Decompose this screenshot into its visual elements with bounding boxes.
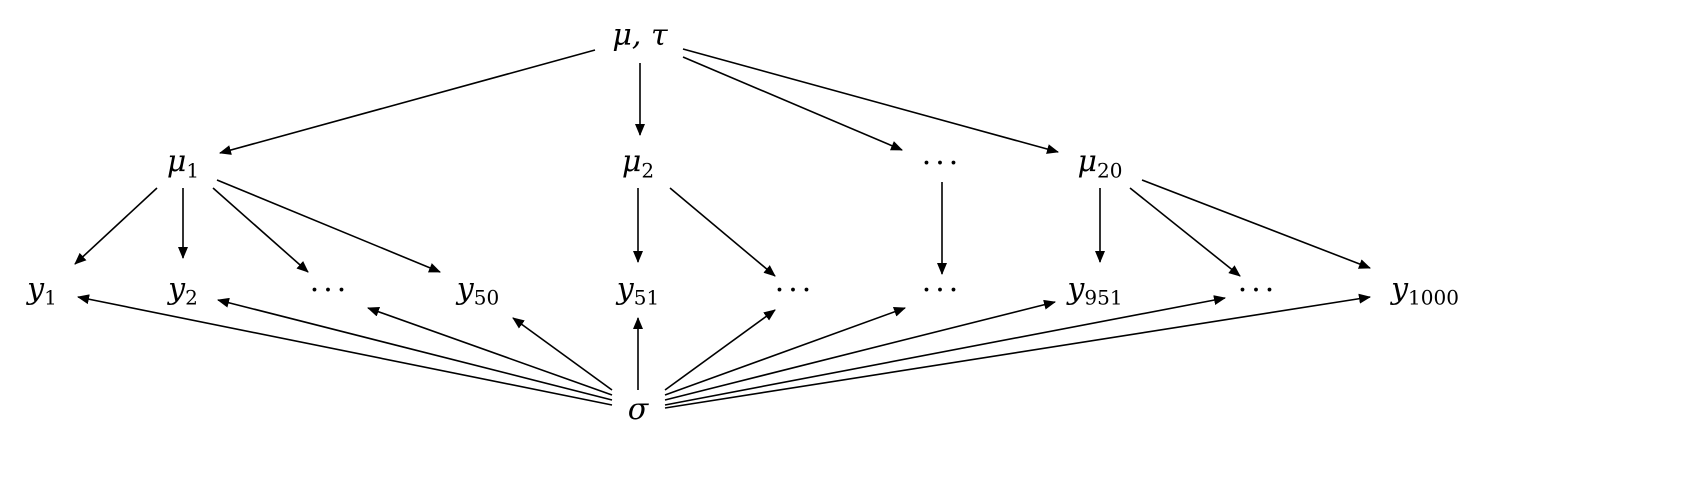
node-y2: y2 — [168, 271, 198, 310]
node-mudots: ··· — [922, 149, 963, 179]
node-subscript: 2 — [641, 158, 655, 183]
node-label: ··· — [774, 273, 816, 308]
node-y951: y951 — [1067, 271, 1123, 310]
edge-mu1-y1 — [74, 187, 158, 265]
node-ydots2: ··· — [775, 276, 816, 306]
edge-sigma-ydots4 — [664, 295, 1226, 406]
node-label: ··· — [921, 273, 963, 308]
edge-mu1-ydots1 — [212, 187, 309, 273]
edge-mu2-ydots2 — [669, 187, 776, 277]
node-label: y — [456, 271, 474, 307]
node-label: μ — [621, 144, 642, 180]
node-mu1: μ1 — [166, 144, 200, 183]
edge-sigma-y1 — [77, 294, 613, 406]
edge-sigma-y50 — [512, 317, 613, 391]
edge-sigma-ydots1 — [367, 306, 613, 396]
node-label: μ — [1077, 144, 1098, 180]
edge-sigma-y1000 — [664, 293, 1371, 409]
node-y50: y50 — [456, 271, 500, 310]
edge-mu20-ydots4 — [1129, 187, 1241, 277]
node-label: y — [1067, 271, 1085, 307]
node-subscript: 51 — [633, 285, 660, 310]
node-y51: y51 — [616, 271, 660, 310]
node-subscript: 1 — [44, 285, 57, 310]
edge-sigma-ydots2 — [664, 309, 776, 391]
edge-sigma-y2 — [217, 297, 613, 401]
edge-mutau-mudots — [682, 56, 903, 151]
node-mu20: μ20 — [1077, 144, 1123, 183]
node-label: y — [27, 271, 45, 307]
node-y1: y1 — [27, 271, 57, 310]
node-subscript: 951 — [1084, 285, 1123, 310]
edge-mutau-mu20 — [682, 48, 1059, 154]
node-label: μ — [166, 144, 187, 180]
node-label: σ — [627, 392, 649, 427]
edge-mutau-mu1 — [219, 49, 596, 155]
node-label: ··· — [921, 146, 963, 181]
node-subscript: 50 — [473, 285, 500, 310]
node-label: y — [168, 271, 186, 307]
node-subscript: 2 — [185, 285, 198, 310]
node-subscript: 1 — [186, 158, 200, 183]
node-ydots1: ··· — [310, 276, 351, 306]
node-label: y — [1391, 271, 1409, 307]
node-mu2: μ2 — [621, 144, 655, 183]
node-ydots3: ··· — [922, 276, 963, 306]
edge-mu1-y50 — [216, 179, 441, 273]
edge-mu20-y1000 — [1141, 179, 1371, 269]
edge-sigma-y951 — [664, 299, 1056, 401]
node-sigma: σ — [628, 395, 648, 425]
node-label: ··· — [1237, 273, 1279, 308]
edge-sigma-ydots3 — [664, 307, 906, 396]
node-label: ··· — [309, 273, 351, 308]
node-ydots4: ··· — [1238, 276, 1279, 306]
node-subscript: 20 — [1097, 158, 1123, 183]
node-y1000: y1000 — [1391, 271, 1459, 310]
node-mutau: μ, τ — [612, 21, 667, 51]
node-label: μ, τ — [612, 18, 668, 53]
node-subscript: 1000 — [1408, 285, 1459, 310]
node-label: y — [616, 271, 634, 307]
